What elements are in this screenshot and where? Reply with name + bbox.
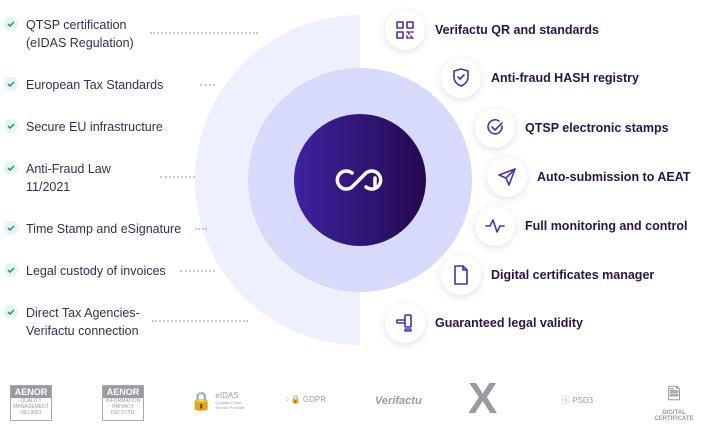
feature-label: Direct Tax Agencies- — [26, 306, 140, 320]
capability-label: Anti-fraud HASH registry — [491, 71, 639, 85]
file-icon — [441, 255, 481, 295]
feature-item: Time Stamp and eSignature — [4, 220, 181, 238]
check-icon — [4, 221, 18, 235]
check-icon — [4, 161, 18, 175]
feature-label: European Tax Standards — [26, 78, 164, 92]
connector-dots — [160, 176, 195, 178]
qr-code-icon — [385, 10, 425, 50]
check-icon — [4, 77, 18, 91]
feature-label: 11/2021 — [26, 180, 71, 194]
check-icon — [4, 17, 18, 31]
capability-label: Auto-submission to AEAT — [537, 170, 691, 184]
check-icon — [4, 119, 18, 133]
capability-item: Auto-submission to AEAT — [487, 157, 690, 197]
capability-item: Digital certificates manager — [441, 255, 654, 295]
verifactu-logo: Verifactu — [375, 395, 422, 407]
feature-label: QTSP certification — [26, 18, 127, 32]
connector-dots — [200, 84, 215, 86]
aeat-logo: X — [468, 374, 498, 423]
connector-dots — [180, 270, 215, 272]
feature-item: European Tax Standards — [4, 76, 163, 94]
feature-label: Verifactu connection — [26, 324, 139, 338]
capability-label: Guaranteed legal validity — [435, 316, 583, 330]
activity-icon — [475, 206, 515, 246]
connector-dots — [195, 228, 207, 230]
digital-certificate-logo: 🗎DIGITAL CERTIFICATE — [654, 386, 694, 422]
connector-dots — [150, 32, 258, 34]
feature-label: Anti-Fraud Law — [26, 162, 111, 176]
brand-logo-circle — [294, 114, 426, 246]
check-circle-icon — [475, 108, 515, 148]
brand-logo-icon — [335, 169, 383, 191]
shield-check-icon — [441, 58, 481, 98]
feature-label: (eIDAS Regulation) — [26, 36, 134, 50]
feature-item: Legal custody of invoices — [4, 262, 166, 280]
feature-item: Anti-Fraud Law 11/2021 — [4, 160, 111, 196]
check-icon — [4, 305, 18, 319]
psd3-logo: ⓢ PSD3 — [562, 396, 594, 405]
feature-item: QTSP certification (eIDAS Regulation) — [4, 16, 134, 52]
capability-item: Verifactu QR and standards — [385, 10, 599, 50]
capability-label: Full monitoring and control — [525, 219, 688, 233]
send-icon — [487, 157, 527, 197]
gdpr-logo: ⁘🔒 GDPR — [284, 395, 327, 404]
feature-item: Direct Tax Agencies- Verifactu connection — [4, 304, 140, 340]
feature-item: Secure EU infrastructure — [4, 118, 163, 136]
capability-label: Verifactu QR and standards — [435, 23, 599, 37]
feature-label: Legal custody of invoices — [26, 264, 166, 278]
capability-item: Anti-fraud HASH registry — [441, 58, 639, 98]
capability-label: Digital certificates manager — [491, 268, 655, 282]
check-icon — [4, 263, 18, 277]
connector-dots — [152, 320, 248, 322]
feature-label: Secure EU infrastructure — [26, 120, 163, 134]
gavel-icon — [385, 303, 425, 343]
feature-label: Time Stamp and eSignature — [26, 222, 182, 236]
capability-label: QTSP electronic stamps — [525, 121, 669, 135]
capability-item: QTSP electronic stamps — [475, 108, 669, 148]
capability-item: Full monitoring and control — [475, 206, 687, 246]
capability-item: Guaranteed legal validity — [385, 303, 583, 343]
